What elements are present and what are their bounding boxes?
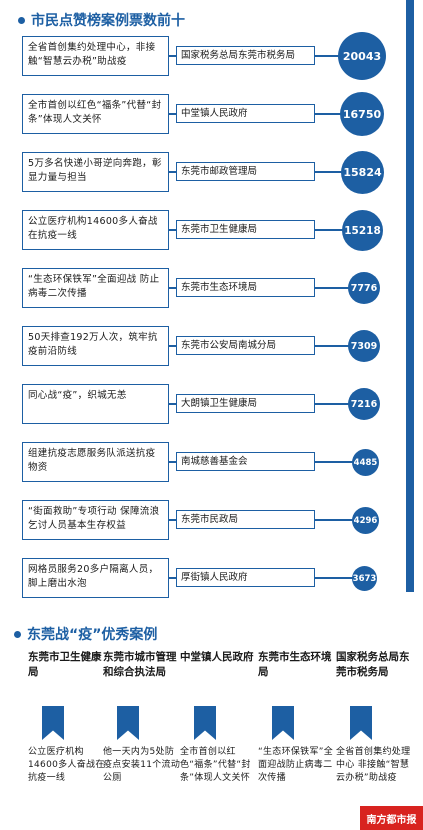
ribbon-bookmark-icon	[117, 706, 139, 740]
ribbon-bookmark-icon	[272, 706, 294, 740]
excellent-case-text: 公立医疗机构14600多人奋战在抗疫一线	[28, 747, 105, 783]
connector-line	[169, 113, 176, 115]
connector-line	[315, 345, 350, 347]
newspaper-logo: 南方都市报	[360, 806, 423, 830]
case-description: 网格员服务20多户隔离人员，脚上磨出水泡	[22, 558, 169, 598]
case-unit: 东莞市卫生健康局	[176, 220, 315, 239]
ribbon-bookmark-icon	[350, 706, 372, 740]
case-description: “街面救助”专项行动 保障流浪乞讨人员基本生存权益	[22, 500, 169, 540]
case-row: 同心战“疫”，织城无恙 大朗镇卫生健康局 7216	[0, 384, 423, 428]
case-unit: 中堂镇人民政府	[176, 104, 315, 123]
connector-line	[169, 345, 176, 347]
case-row: “街面救助”专项行动 保障流浪乞讨人员基本生存权益 东莞市民政局 4296	[0, 500, 423, 544]
case-description: 全市首创以红色“福条”代替“封条”体现人文关怀	[22, 94, 169, 134]
vote-count-badge: 4485	[352, 449, 379, 476]
vote-count-badge: 15824	[341, 151, 384, 194]
case-description: 5万多名快递小哥逆向奔跑，彰显力量与担当	[22, 152, 169, 192]
case-row: 5万多名快递小哥逆向奔跑，彰显力量与担当 东莞市邮政管理局 15824	[0, 151, 423, 196]
vote-count-badge: 20043	[338, 32, 386, 80]
section-title-text: 市民点赞榜案例票数前十	[31, 13, 185, 29]
connector-line	[169, 287, 176, 289]
vote-count-badge: 7216	[348, 388, 380, 420]
vote-count-badge: 15218	[342, 210, 383, 251]
case-row: 全省首创集约处理中心，非接触“智慧云办税”助战疫 国家税务总局东莞市税务局 20…	[0, 32, 423, 80]
connector-line	[169, 403, 176, 405]
connector-line	[169, 519, 176, 521]
vote-count-badge: 7309	[348, 330, 380, 362]
excellent-case-item: 东莞市卫生健康局 公立医疗机构14600多人奋战在抗疫一线	[28, 650, 106, 785]
case-row: 50天排查192万人次，筑牢抗疫前沿防线 东莞市公安局南城分局 7309	[0, 326, 423, 370]
excellent-cases: 东莞市卫生健康局 公立医疗机构14600多人奋战在抗疫一线 东莞市城市管理和综合…	[0, 650, 423, 830]
section-title-top-ten: 市民点赞榜案例票数前十	[18, 10, 185, 30]
case-description: 同心战“疫”，织城无恙	[22, 384, 169, 424]
excellent-case-item: 中堂镇人民政府 全市首创以红色“福条”代替“封条”体现人文关怀	[180, 650, 258, 785]
bullet-dot-icon	[18, 16, 25, 24]
connector-line	[169, 577, 176, 579]
case-row: “生态环保铁军”全面迎战 防止病毒二次传播 东莞市生态环境局 7776	[0, 268, 423, 312]
case-unit: 东莞市公安局南城分局	[176, 336, 315, 355]
connector-line	[315, 287, 350, 289]
excellent-case-text: 全省首创集约处理中心 非接触“智慧云办税”助战疫	[336, 747, 411, 783]
connector-line	[315, 55, 340, 57]
case-description: 公立医疗机构14600多人奋战在抗疫一线	[22, 210, 169, 250]
decorative-vertical-bar	[406, 0, 414, 592]
case-unit: 大朗镇卫生健康局	[176, 394, 315, 413]
excellent-case-title: 国家税务总局东莞市税务局	[336, 651, 410, 678]
case-description: 组建抗疫志愿服务队派送抗疫物资	[22, 442, 169, 482]
case-unit: 东莞市民政局	[176, 510, 315, 529]
excellent-case-item: 国家税务总局东莞市税务局 全省首创集约处理中心 非接触“智慧云办税”助战疫	[336, 650, 412, 785]
bullet-dot-icon	[14, 630, 21, 638]
excellent-case-title: 中堂镇人民政府	[180, 651, 254, 663]
case-unit: 南城慈善基金会	[176, 452, 315, 471]
vote-count-badge: 7776	[348, 272, 380, 304]
connector-line	[315, 229, 343, 231]
case-row: 全市首创以红色“福条”代替“封条”体现人文关怀 中堂镇人民政府 16750	[0, 92, 423, 138]
case-unit: 东莞市邮政管理局	[176, 162, 315, 181]
case-description: “生态环保铁军”全面迎战 防止病毒二次传播	[22, 268, 169, 308]
excellent-case-item: 东莞市生态环境局 “生态环保铁军”全面迎战防止病毒二次传播	[258, 650, 336, 785]
excellent-case-item: 东莞市城市管理和综合执法局 他一天内为5处防疫点安装11个流动公厕	[103, 650, 181, 785]
case-row: 组建抗疫志愿服务队派送抗疫物资 南城慈善基金会 4485	[0, 442, 423, 486]
connector-line	[315, 171, 342, 173]
section-title-excellent: 东莞战“疫”优秀案例	[14, 624, 157, 644]
connector-line	[315, 113, 342, 115]
case-description: 50天排查192万人次，筑牢抗疫前沿防线	[22, 326, 169, 366]
excellent-case-title: 东莞市城市管理和综合执法局	[103, 651, 177, 678]
connector-line	[169, 171, 176, 173]
connector-line	[169, 229, 176, 231]
ribbon-bookmark-icon	[42, 706, 64, 740]
case-unit: 国家税务总局东莞市税务局	[176, 46, 315, 65]
excellent-case-text: 全市首创以红色“福条”代替“封条”体现人文关怀	[180, 747, 251, 783]
connector-line	[315, 577, 353, 579]
connector-line	[315, 519, 353, 521]
excellent-case-text: 他一天内为5处防疫点安装11个流动公厕	[103, 747, 181, 783]
case-description: 全省首创集约处理中心，非接触“智慧云办税”助战疫	[22, 36, 169, 76]
connector-line	[169, 55, 176, 57]
case-row: 公立医疗机构14600多人奋战在抗疫一线 东莞市卫生健康局 15218	[0, 210, 423, 254]
case-row: 网格员服务20多户隔离人员，脚上磨出水泡 厚街镇人民政府 3673	[0, 558, 423, 602]
connector-line	[315, 403, 350, 405]
vote-count-badge: 4296	[352, 507, 379, 534]
vote-count-badge: 16750	[340, 92, 384, 136]
excellent-case-text: “生态环保铁军”全面迎战防止病毒二次传播	[258, 747, 334, 783]
case-unit: 厚街镇人民政府	[176, 568, 315, 587]
connector-line	[315, 461, 353, 463]
excellent-case-title: 东莞市卫生健康局	[28, 651, 102, 678]
ribbon-bookmark-icon	[194, 706, 216, 740]
vote-count-badge: 3673	[352, 566, 377, 591]
excellent-case-title: 东莞市生态环境局	[258, 651, 332, 678]
section-title-text: 东莞战“疫”优秀案例	[27, 627, 158, 643]
connector-line	[169, 461, 176, 463]
case-unit: 东莞市生态环境局	[176, 278, 315, 297]
